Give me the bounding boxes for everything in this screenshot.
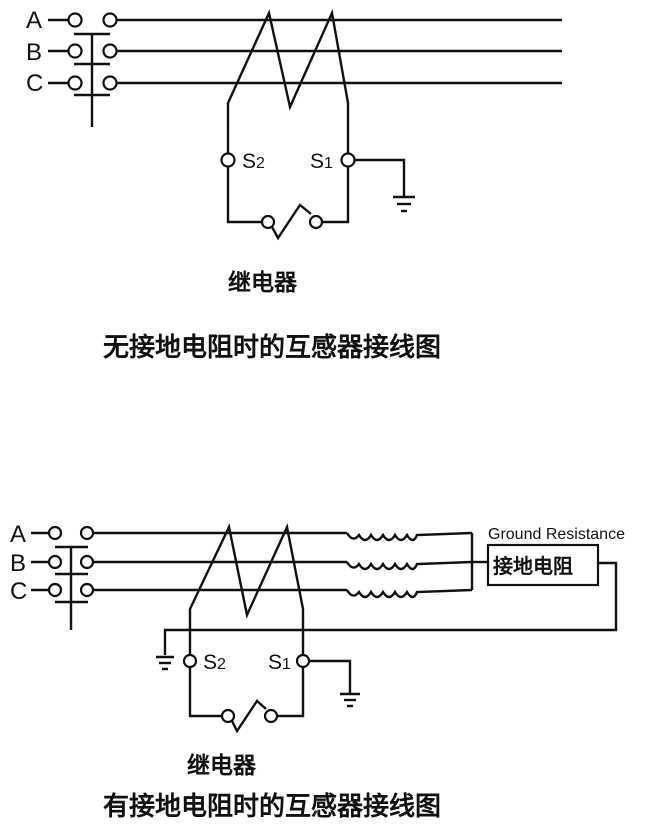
ground-resistance-label: Ground Resistance (488, 526, 625, 543)
bottom-diagram: A B C Gr (10, 521, 625, 822)
relay-icon (220, 699, 279, 734)
phase-label-b: B (26, 39, 42, 66)
phase-label-c: C (26, 70, 43, 97)
ground-resistance-return-wire (163, 561, 618, 655)
ground-resistance-box (486, 543, 600, 587)
inductor-coils (345, 531, 488, 599)
ground-icon (156, 655, 174, 671)
ground-wire (355, 158, 406, 196)
ground-icon (340, 692, 360, 708)
phase-label-a: A (10, 521, 26, 548)
diagram-title-top: 无接地电阻时的互感器接线图 (103, 332, 441, 363)
terminal-s1 (295, 653, 311, 669)
terminal-s1-label: S1 (310, 150, 333, 173)
relay-label: 继电器 (187, 752, 257, 779)
phase-label-b: B (10, 550, 26, 577)
current-transformer (226, 8, 350, 160)
phase-label-c: C (10, 578, 27, 605)
terminal-s2-label: S2 (203, 651, 226, 674)
terminal-s2 (182, 653, 198, 669)
ground-icon (393, 195, 415, 213)
terminal-s1-label: S1 (268, 651, 291, 674)
terminal-s2-label: S2 (242, 150, 265, 173)
terminal-s2 (220, 152, 236, 168)
circuit-breaker (31, 525, 95, 630)
ground-wire (309, 659, 352, 693)
diagram-title-bottom: 有接地电阻时的互感器接线图 (103, 791, 441, 822)
current-transformer (188, 523, 305, 660)
relay-icon (260, 203, 324, 241)
top-diagram: A B C S2 S1 (26, 7, 562, 363)
terminal-s1 (340, 152, 356, 168)
relay-label: 继电器 (228, 269, 298, 296)
circuit-breaker (48, 12, 118, 127)
phase-label-a: A (26, 7, 42, 34)
ground-resistance-box-label: 接地电阻 (493, 554, 573, 578)
